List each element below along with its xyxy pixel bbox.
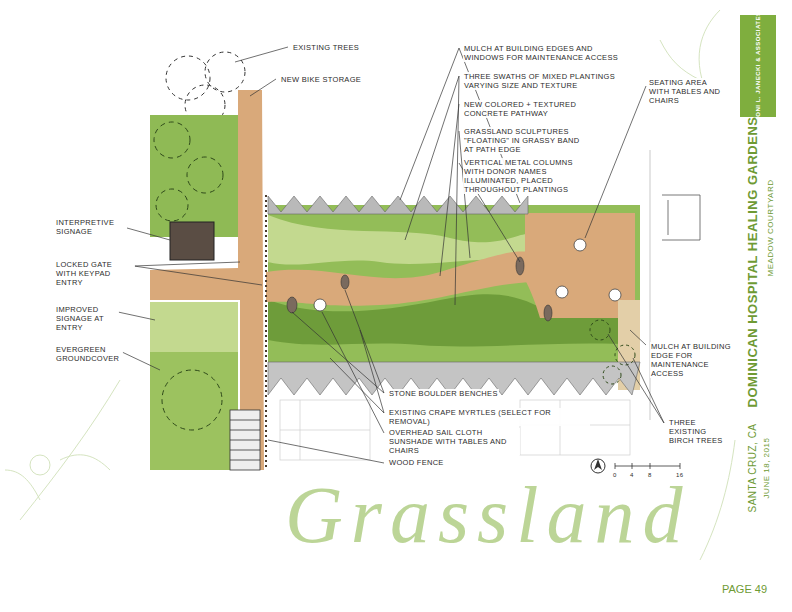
callout-label: EXISTING CRAPE MYRTLES (SELECT FOR REMOV…	[388, 408, 590, 426]
callout-label: THREE EXISTING BIRCH TREES	[668, 418, 726, 445]
groundcover	[150, 302, 238, 470]
stairs	[230, 410, 260, 470]
subtitle: MEADOW COURTYARD	[766, 179, 775, 276]
birch-tree	[590, 320, 635, 384]
callout-label: EVERGREEN GROUNDCOVER	[55, 345, 123, 363]
page-title: DOMINICAN HOSPITAL HEALING GARDENS	[745, 117, 760, 408]
callout-label: INTERPRETIVE SIGNAGE	[55, 218, 127, 236]
callout-label: MULCH AT BUILDING EDGE FOR MAINTENANCE A…	[650, 342, 734, 378]
leader-line	[118, 47, 664, 463]
callout-label: GRASSLAND SCULPTURES "FLOATING" IN GRASS…	[463, 127, 590, 154]
scale-bar	[615, 463, 680, 469]
planting	[150, 115, 238, 237]
callout-label: STONE BOULDER BENCHES	[388, 389, 499, 398]
existing-tree	[166, 52, 245, 125]
callout-label: WOOD FENCE	[388, 458, 445, 467]
boulder-bench	[287, 257, 552, 321]
bike-storage	[170, 222, 214, 260]
grass-planting	[150, 302, 238, 352]
callout-label: SEATING AREA WITH TABLES AND CHAIRS	[648, 78, 722, 105]
table	[314, 239, 621, 311]
callout-label: LOCKED GATE WITH KEYPAD ENTRY	[55, 260, 135, 287]
wood-fence	[265, 195, 267, 470]
callout-label: IMPROVED SIGNAGE AT ENTRY	[55, 305, 119, 332]
building-outline	[280, 400, 630, 460]
tree	[154, 122, 223, 221]
callout-label: THREE SWATHS OF MIXED PLANTINGS VARYING …	[463, 72, 635, 90]
callout-label: NEW BIKE STORAGE	[280, 75, 362, 84]
page-number: PAGE 49	[722, 583, 767, 595]
callout-label: MULCH AT BUILDING EDGES AND WINDOWS FOR …	[463, 44, 630, 62]
building-outline	[650, 150, 700, 420]
callout-label: EXISTING TREES	[292, 43, 360, 52]
concrete-pathway	[266, 252, 530, 306]
north-arrow	[591, 459, 605, 473]
tree	[162, 370, 222, 430]
date: JUNE 18, 2015	[762, 438, 771, 499]
callout-label: VERTICAL METAL COLUMNS WITH DONOR NAMES …	[463, 158, 595, 194]
botanical-sketch	[5, 10, 735, 560]
callout-label: NEW COLORED + TEXTURED CONCRETE PATHWAY	[463, 100, 615, 118]
callout-label: OVERHEAD SAIL CLOTH SUNSHADE WITH TABLES…	[388, 428, 520, 455]
pathway	[150, 90, 264, 470]
location: SANTA CRUZ, CA	[747, 423, 758, 512]
script-heading: Grassland	[285, 470, 690, 560]
logo-text: JONI L. JANECKI & ASSOCIATES	[755, 11, 761, 120]
